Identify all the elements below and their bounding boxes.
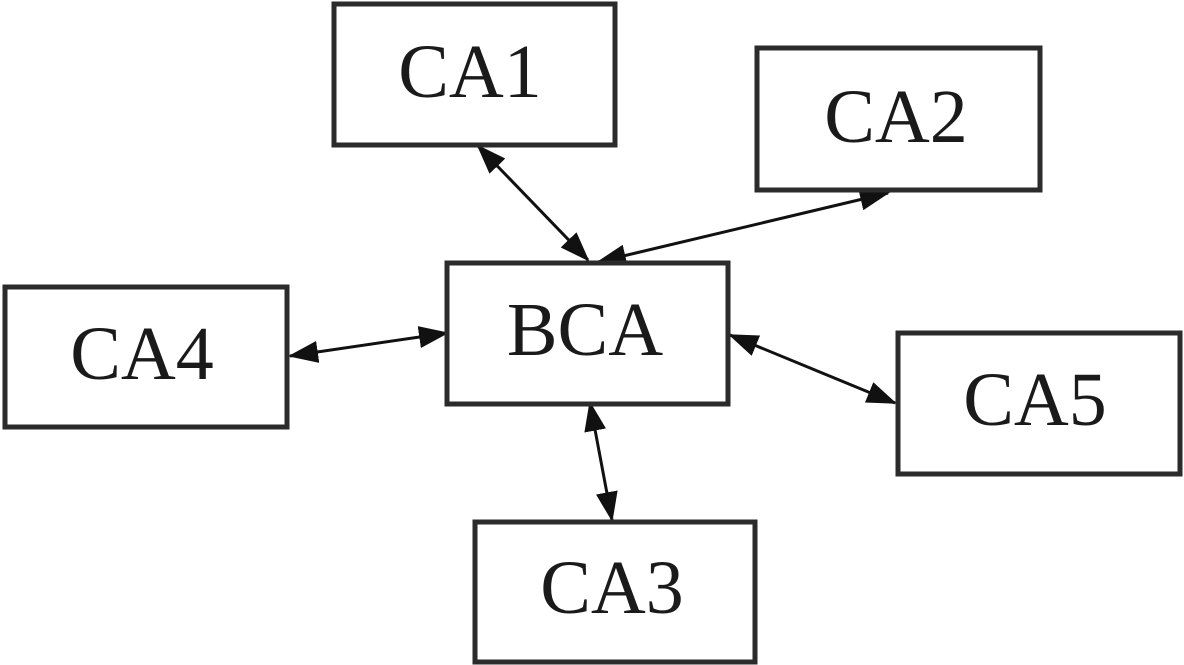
edge-bca-ca5	[728, 333, 897, 405]
node-ca4-label: CA4	[70, 312, 214, 396]
node-ca2-box	[754, 45, 1043, 193]
node-ca3-label: CA3	[540, 546, 684, 630]
node-bca-box	[444, 260, 731, 407]
edge-bca-ca1	[476, 144, 590, 262]
node-ca5-label: CA5	[963, 358, 1107, 442]
node-bca-label: BCA	[507, 288, 663, 372]
node-ca5: CA5	[895, 330, 1183, 477]
node-ca2: CA2	[754, 45, 1043, 193]
edges-group	[288, 144, 897, 522]
node-ca1-box	[331, 1, 618, 148]
node-ca4-box	[2, 284, 290, 430]
node-ca5-box	[895, 330, 1183, 477]
edge-bca-ca2	[596, 188, 890, 267]
node-ca2-label: CA2	[824, 75, 968, 159]
node-ca3: CA3	[472, 519, 758, 665]
node-ca1: CA1	[331, 1, 618, 148]
node-ca4: CA4	[2, 284, 290, 430]
node-ca1-label: CA1	[398, 30, 542, 114]
edge-bca-ca4	[288, 326, 449, 363]
edge-bca-ca3	[584, 401, 618, 522]
node-bca: BCA	[444, 260, 731, 407]
node-ca3-box	[472, 519, 758, 665]
